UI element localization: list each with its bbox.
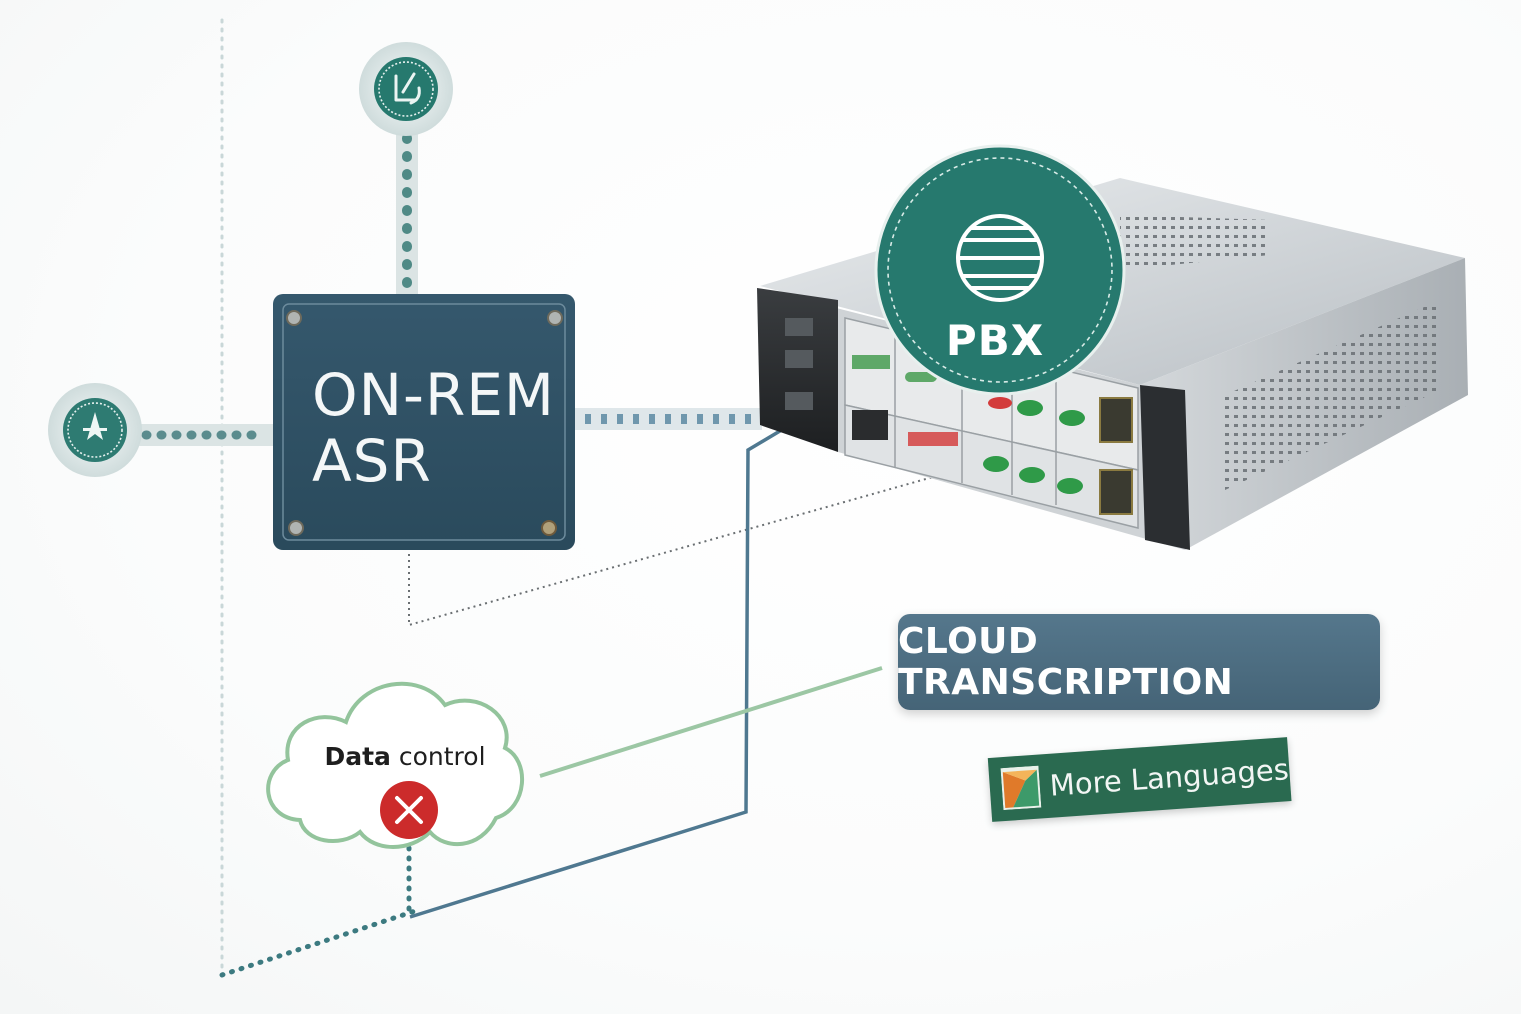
more-languages-badge[interactable]: More Languages	[987, 737, 1292, 822]
pbx-label: PBX	[945, 316, 1045, 365]
pbx-badge[interactable]	[874, 144, 1126, 396]
left-node[interactable]	[48, 383, 142, 477]
connector-pbx-cloud-line	[409, 423, 791, 919]
asr-label-line2: ASR	[312, 427, 432, 495]
data-control-label-rest: control	[390, 742, 486, 771]
screw	[286, 310, 302, 326]
connector-bottom-dotted	[219, 907, 421, 978]
screw	[547, 310, 563, 326]
top-node[interactable]	[359, 42, 453, 136]
asr-label-line1: ON-REM	[312, 361, 555, 429]
compass-icon	[83, 412, 107, 440]
connector-cloud-transcription	[539, 666, 883, 778]
cloud-transcription-button[interactable]: CLOUD TRANSCRIPTION	[898, 614, 1380, 710]
connector-left-track	[125, 424, 277, 446]
asr-label: ON-REM ASR	[312, 362, 555, 494]
data-control-label-bold: Data	[324, 742, 391, 771]
globe-icon	[956, 214, 1044, 302]
data-control-label: Data control	[300, 742, 510, 771]
screw	[288, 520, 304, 536]
data-control-cloud[interactable]	[266, 681, 525, 849]
cloud-transcription-label: CLOUD TRANSCRIPTION	[898, 621, 1234, 703]
screw	[541, 520, 557, 536]
close-icon[interactable]	[380, 781, 438, 839]
connector-asr-pbx-dotted	[408, 474, 941, 627]
top-vent-area	[1120, 215, 1270, 270]
more-languages-label: More Languages	[1048, 752, 1290, 803]
tap-gesture-icon	[394, 72, 421, 105]
flag-icon	[1000, 765, 1042, 811]
side-vent-area	[1225, 300, 1440, 490]
asr-box[interactable]	[273, 294, 575, 550]
